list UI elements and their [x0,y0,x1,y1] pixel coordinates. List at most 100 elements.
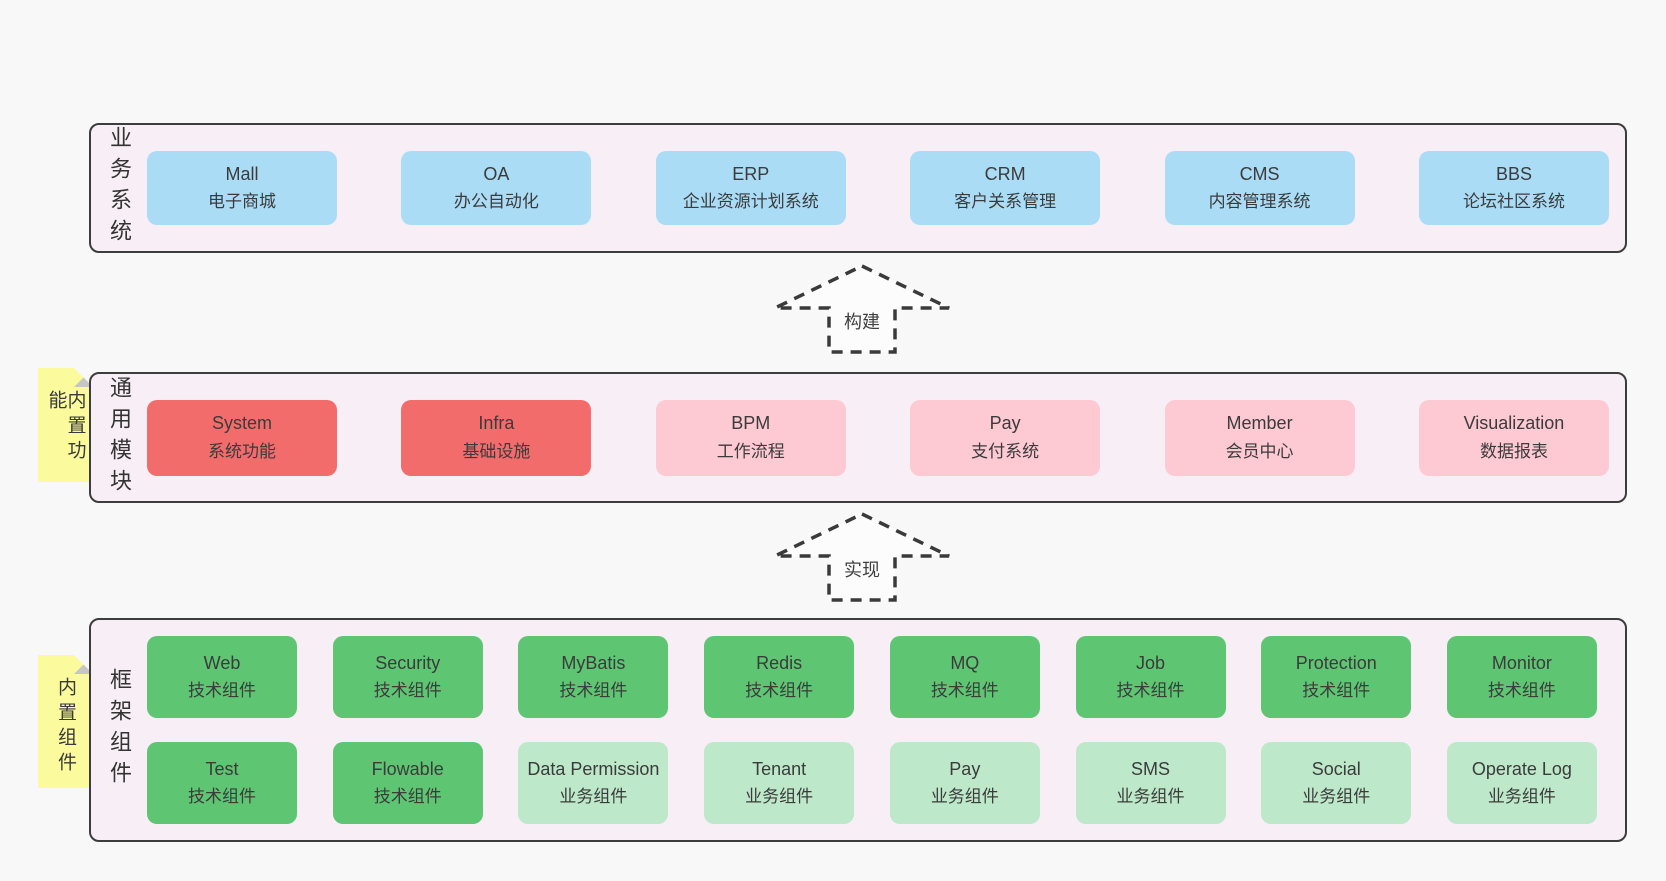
build-arrow: 构建 [772,263,952,355]
box-member: Member 会员中心 [1164,399,1355,476]
box-title: MyBatis [561,652,626,673]
box-title: ERP [732,163,770,184]
box-protection: Protection 技术组件 [1261,636,1412,718]
box-tenant: Tenant 业务组件 [704,742,855,824]
box-title: Flowable [371,758,444,779]
box-subtitle: 技术组件 [188,787,256,807]
box-visualization: Visualization 数据报表 [1418,399,1609,476]
box-system: System 系统功能 [147,399,337,476]
box-title: Pay [949,758,981,779]
box-subtitle: 系统功能 [208,441,276,461]
box-title: Web [203,652,241,673]
box-title: Pay [989,413,1021,434]
box-title: Security [375,652,441,673]
box-mybatis: MyBatis 技术组件 [518,636,669,718]
box-subtitle: 业务组件 [1487,787,1556,807]
box-title: Data Permission [527,758,660,779]
build-arrow-label: 构建 [839,307,885,335]
sticky-note-label: 内置组件 [55,677,76,777]
box-web: Web 技术组件 [147,636,297,718]
box-title: Redis [756,652,803,673]
box-subtitle: 客户关系管理 [954,192,1057,212]
box-subtitle: 数据报表 [1479,441,1548,461]
box-monitor: Monitor 技术组件 [1446,636,1597,718]
box-security: Security 技术组件 [332,636,483,718]
box-subtitle: 技术组件 [559,681,628,701]
box-title: OA [483,163,510,184]
implement-arrow: 实现 [772,511,952,603]
box-subtitle: 工作流程 [716,441,785,461]
band-modules-content: System 系统功能 Infra 基础设施 BPM 工作流程 Pay 支付系统… [147,374,1625,501]
band-business-content: Mall 电子商城 OA 办公自动化 ERP 企业资源计划系统 CRM 客户关系… [147,125,1625,251]
box-title: CMS [1239,163,1280,184]
box-title: Protection [1295,652,1377,673]
box-title: CRM [984,163,1026,184]
box-social: Social 业务组件 [1261,742,1412,824]
box-subtitle: 会员中心 [1225,441,1294,461]
band-common-modules: 通用模块 System 系统功能 Infra 基础设施 BPM 工作流程 Pay… [89,372,1627,503]
box-subtitle: 技术组件 [745,681,814,701]
box-subtitle: 电子商城 [208,192,276,212]
box-subtitle: 业务组件 [930,787,999,807]
sticky-note-label: 内置功能 [45,390,86,465]
box-title: BPM [731,413,771,434]
box-subtitle: 业务组件 [1302,787,1371,807]
band-components-content: Web 技术组件 Security 技术组件 MyBatis 技术组件 Redi… [147,620,1625,840]
sticky-note-builtin-features: 内置功能 [38,368,93,482]
box-flowable: Flowable 技术组件 [332,742,483,824]
box-title: Tenant [752,758,807,779]
box-pay-component: Pay 业务组件 [889,742,1040,824]
box-subtitle: 技术组件 [373,787,442,807]
band-components-label: 框架组件 [107,668,132,792]
box-oa: OA 办公自动化 [401,151,592,225]
box-subtitle: 业务组件 [559,787,628,807]
box-bpm: BPM 工作流程 [655,399,846,476]
box-title: Monitor [1491,652,1552,673]
band-label-column: 框架组件 [91,620,147,840]
box-subtitle: 技术组件 [1302,681,1371,701]
box-title: Infra [478,413,515,434]
box-title: Mall [225,163,259,184]
band-label-column: 通用模块 [91,374,147,501]
box-subtitle: 业务组件 [745,787,814,807]
implement-arrow-label: 实现 [839,555,885,583]
box-test: Test 技术组件 [147,742,297,824]
box-subtitle: 技术组件 [188,681,256,701]
box-mall: Mall 电子商城 [147,151,337,225]
band-label-column: 业务系统 [91,125,147,251]
box-title: BBS [1495,163,1532,184]
box-title: Test [205,758,239,779]
box-sms: SMS 业务组件 [1075,742,1226,824]
box-title: Job [1136,652,1166,673]
box-subtitle: 业务组件 [1116,787,1185,807]
box-operate-log: Operate Log 业务组件 [1446,742,1597,824]
band-business-systems: 业务系统 Mall 电子商城 OA 办公自动化 ERP 企业资源计划系统 CRM… [89,123,1627,253]
band-modules-label: 通用模块 [107,375,132,500]
box-title: SMS [1131,758,1171,779]
box-title: Operate Log [1471,758,1572,779]
box-subtitle: 技术组件 [373,681,442,701]
box-subtitle: 企业资源计划系统 [682,192,819,212]
box-title: Social [1311,758,1361,779]
box-subtitle: 技术组件 [1116,681,1185,701]
box-subtitle: 办公自动化 [453,192,539,212]
box-cms: CMS 内容管理系统 [1164,151,1355,225]
box-subtitle: 支付系统 [971,441,1040,461]
box-title: MQ [950,652,980,673]
box-subtitle: 技术组件 [1487,681,1556,701]
box-title: Member [1226,413,1293,434]
band-framework-components: 框架组件 Web 技术组件 Security 技术组件 MyBatis 技术组件… [89,618,1627,842]
box-subtitle: 内容管理系统 [1208,192,1311,212]
box-pay-module: Pay 支付系统 [910,399,1101,476]
band-business-label: 业务系统 [107,126,132,250]
sticky-note-builtin-components: 内置组件 [38,655,93,788]
box-erp: ERP 企业资源计划系统 [655,151,846,225]
box-mq: MQ 技术组件 [889,636,1040,718]
box-infra: Infra 基础设施 [401,399,592,476]
box-subtitle: 基础设施 [462,441,531,461]
box-subtitle: 论坛社区系统 [1462,192,1565,212]
box-bbs: BBS 论坛社区系统 [1418,151,1609,225]
box-job: Job 技术组件 [1075,636,1226,718]
box-subtitle: 技术组件 [930,681,999,701]
box-data-permission: Data Permission 业务组件 [518,742,669,824]
